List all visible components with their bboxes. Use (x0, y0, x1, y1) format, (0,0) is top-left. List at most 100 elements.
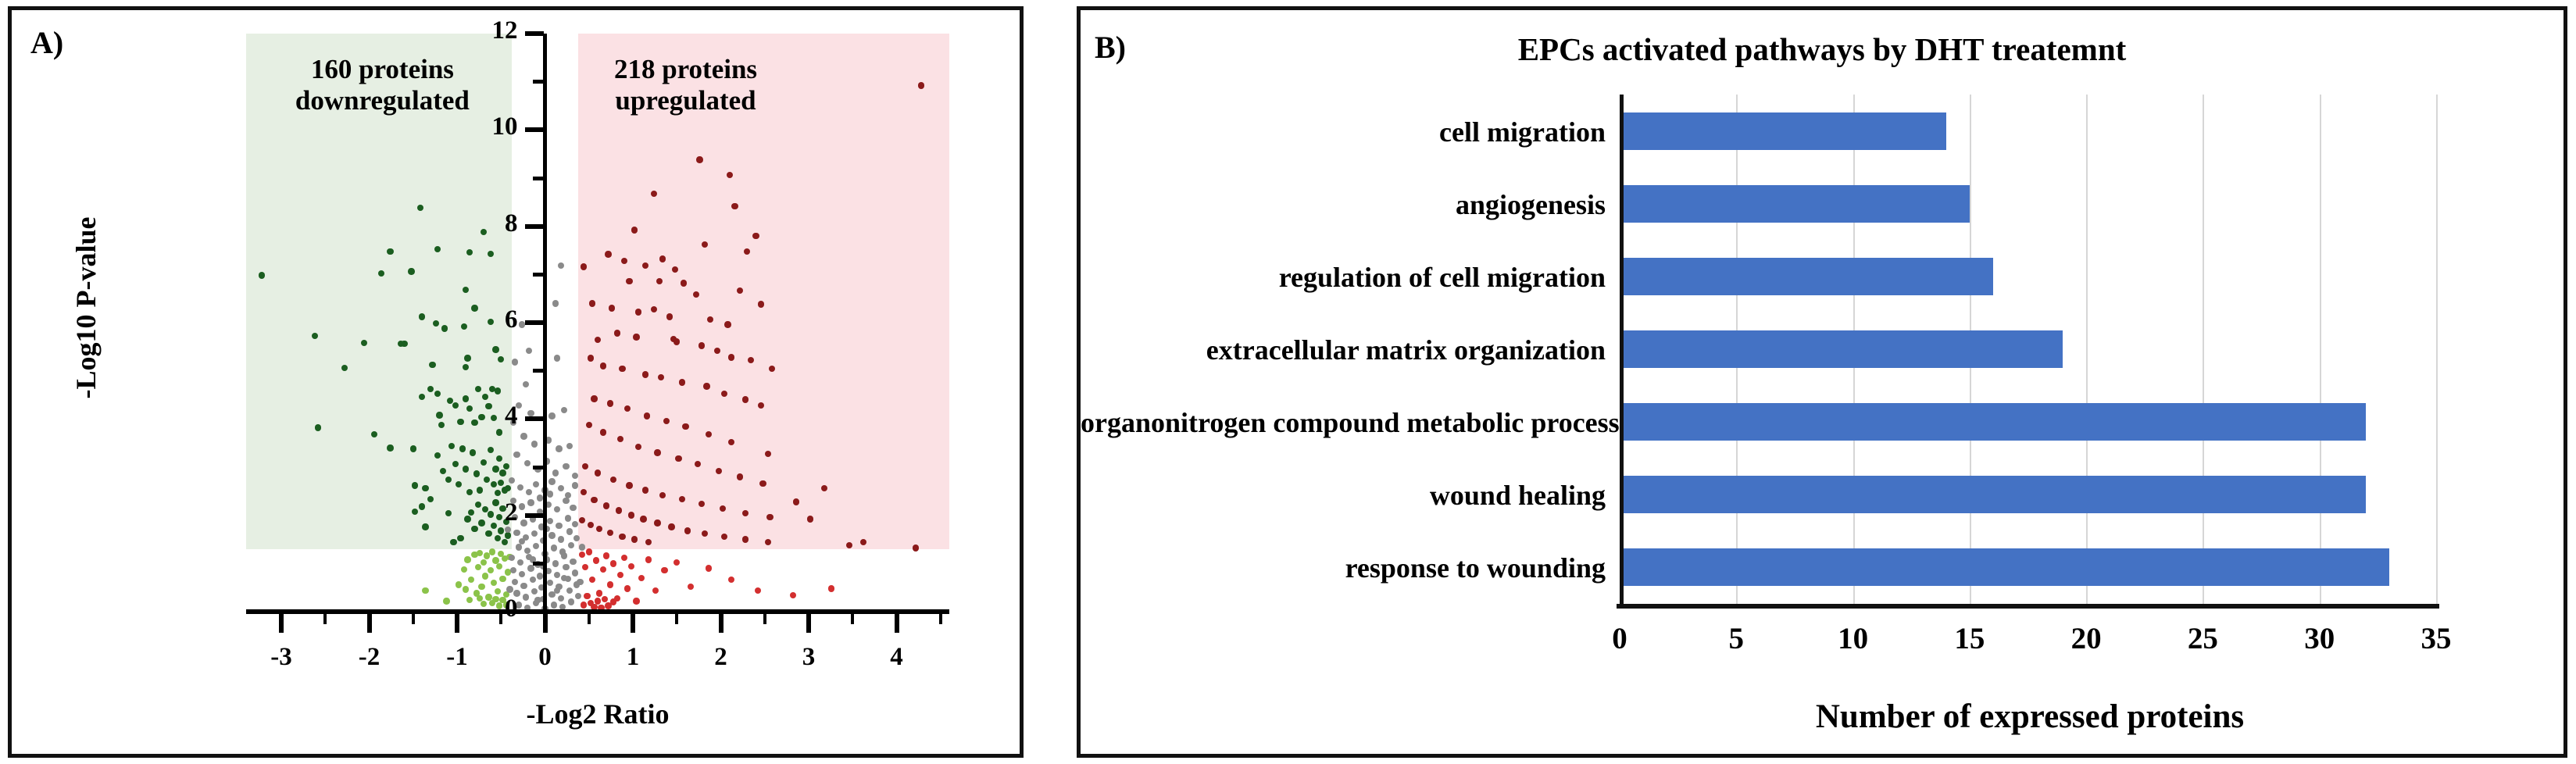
volcano-data-point (463, 363, 470, 370)
volcano-data-point (599, 362, 606, 370)
bar-row[interactable] (1620, 257, 2436, 295)
volcano-x-minor-tick (763, 614, 766, 624)
volcano-data-point (706, 316, 714, 323)
volcano-x-minor-tick (411, 614, 415, 624)
volcano-data-point (492, 346, 499, 353)
volcano-data-point (608, 305, 616, 312)
bar-rect[interactable] (1620, 476, 2367, 514)
volcano-data-point (505, 532, 512, 539)
volcano-data-point (505, 526, 512, 534)
volcano-data-point (589, 300, 596, 307)
bar-rect[interactable] (1620, 112, 1946, 150)
volcano-data-point (494, 587, 501, 595)
volcano-data-point (311, 333, 318, 340)
volcano-y-axis-title: -Log10 P-value (70, 216, 102, 399)
volcano-data-point (557, 594, 564, 602)
bar-rect[interactable] (1620, 184, 1970, 223)
volcano-data-point (477, 487, 484, 494)
volcano-data-point (471, 419, 478, 427)
volcano-data-point (408, 268, 415, 275)
panel-b-bar-chart: B) EPCs activated pathways by DHT treate… (1077, 6, 2567, 758)
bar-chart-gridline (2086, 95, 2088, 604)
volcano-y-minor-tick (532, 272, 544, 277)
volcano-data-point (505, 484, 512, 492)
volcano-data-point (488, 385, 496, 393)
volcano-data-point (563, 497, 570, 505)
bar-row[interactable] (1620, 112, 2436, 150)
volcano-data-point (591, 395, 598, 402)
volcano-data-point (645, 539, 652, 546)
volcano-data-point (652, 587, 659, 594)
volcano-data-point (513, 590, 520, 597)
volcano-y-minor-tick (532, 465, 544, 469)
volcano-data-point (564, 575, 571, 583)
volcano-data-point (509, 566, 517, 574)
volcano-data-point (613, 330, 620, 337)
volcano-data-point (563, 564, 570, 571)
volcano-y-tick (524, 609, 544, 614)
volcano-data-point (495, 455, 503, 462)
volcano-data-point (556, 583, 563, 591)
volcano-data-point (765, 539, 772, 546)
volcano-data-point (432, 320, 440, 327)
bar-row[interactable] (1620, 184, 2436, 223)
volcano-x-minor-tick (938, 614, 942, 624)
downregulated-annotation: 160 proteins downregulated (234, 54, 531, 117)
volcano-data-point (571, 482, 578, 489)
volcano-y-tick (524, 223, 544, 229)
volcano-data-point (613, 594, 620, 602)
volcano-x-tick (455, 614, 459, 633)
volcano-data-point (913, 544, 920, 552)
volcano-y-minor-tick (532, 176, 544, 180)
bar-rect[interactable] (1620, 257, 1993, 295)
bar-row[interactable] (1620, 403, 2436, 441)
volcano-data-point (598, 604, 605, 612)
volcano-data-point (666, 313, 673, 320)
upregulated-shaded-region (578, 34, 949, 549)
volcano-data-point (527, 409, 534, 417)
volcano-data-point (484, 476, 491, 484)
bar-chart-gridline (2203, 95, 2205, 604)
bar-row[interactable] (1620, 330, 2436, 368)
volcano-data-point (495, 513, 503, 521)
volcano-data-point (587, 521, 595, 529)
volcano-x-tick (542, 614, 548, 633)
volcano-data-point (441, 325, 448, 332)
volcano-y-tick (524, 512, 544, 518)
bar-row[interactable] (1620, 548, 2436, 587)
volcano-data-point (508, 477, 515, 484)
volcano-data-point (484, 552, 491, 559)
volcano-data-point (626, 482, 633, 489)
volcano-data-point (499, 597, 506, 604)
volcano-data-point (529, 556, 536, 563)
volcano-data-point (501, 487, 508, 494)
bar-rect[interactable] (1620, 403, 2367, 441)
volcano-data-point (668, 523, 675, 530)
volcano-data-point (474, 564, 482, 571)
volcano-x-minor-tick (499, 614, 503, 624)
volcano-data-point (554, 587, 561, 594)
bar-rect[interactable] (1620, 330, 2063, 368)
volcano-data-point (463, 286, 470, 294)
volcano-data-point (495, 602, 503, 609)
volcano-data-point (650, 305, 658, 312)
volcano-data-point (387, 444, 394, 452)
volcano-data-point (464, 556, 471, 563)
volcano-x-tick-label: 4 (890, 643, 903, 671)
bar-rect[interactable] (1620, 548, 2390, 587)
volcano-data-point (724, 321, 731, 328)
volcano-data-point (422, 484, 429, 492)
volcano-data-point (702, 530, 709, 537)
volcano-data-point (645, 556, 652, 563)
volcano-x-minor-tick (675, 614, 679, 624)
volcano-data-point (594, 337, 602, 344)
volcano-data-point (571, 520, 578, 527)
volcano-data-point (502, 462, 510, 469)
volcano-data-point (670, 335, 677, 343)
volcano-data-point (434, 391, 441, 398)
volcano-data-point (678, 495, 686, 502)
bar-row[interactable] (1620, 476, 2436, 514)
volcano-data-point (495, 429, 503, 436)
panel-a-letter: A) (30, 25, 64, 60)
volcano-data-point (570, 504, 577, 511)
